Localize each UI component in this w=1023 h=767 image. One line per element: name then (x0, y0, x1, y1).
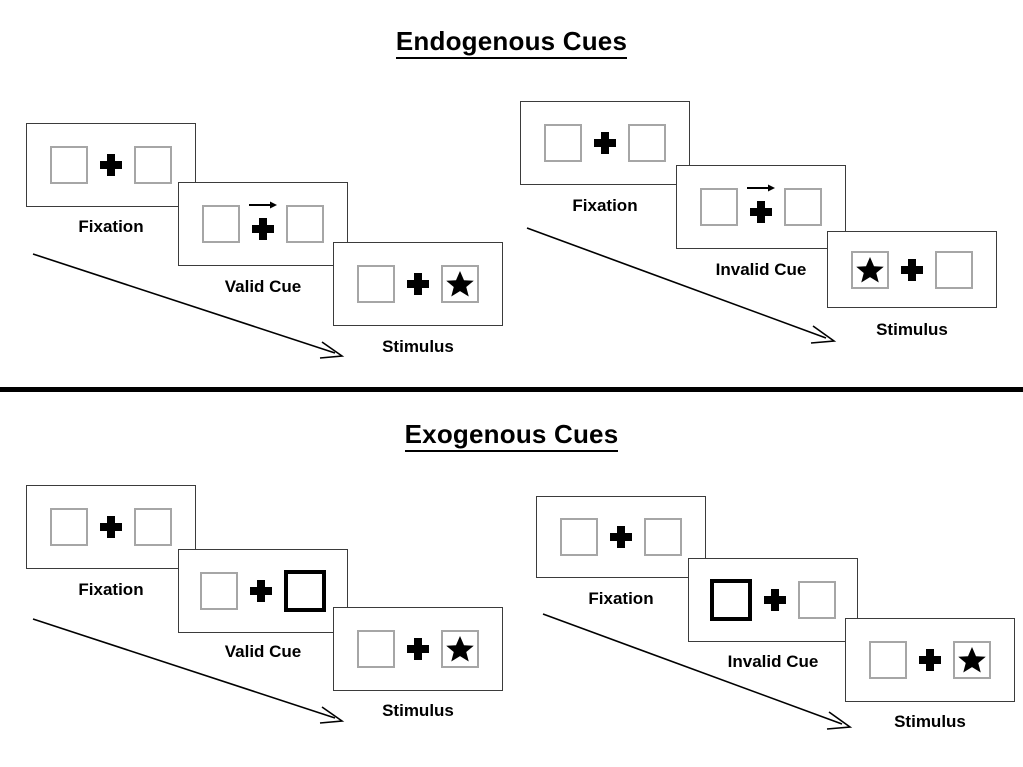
left-placeholder-box (202, 205, 240, 243)
fixation-cross-icon (750, 200, 772, 223)
left-placeholder-box (50, 146, 88, 184)
section-title-endogenous: Endogenous Cues (0, 26, 1023, 59)
right-placeholder-box (134, 508, 172, 546)
arrow-right-cue-icon (249, 201, 277, 209)
fixation-cross-wrap (88, 504, 134, 550)
fixation-cross-wrap (889, 247, 935, 293)
star-icon (446, 271, 474, 297)
section-title-exogenous-text: Exogenous Cues (404, 419, 619, 452)
label-exogenous-invalid-fixation: Fixation (588, 589, 654, 608)
fixation-cross-icon (594, 132, 616, 154)
panel-exogenous-valid-fixation (26, 485, 196, 569)
fixation-cross-icon (252, 217, 274, 240)
left-placeholder-box (869, 641, 907, 679)
label-endogenous-invalid-cue: Invalid Cue (715, 260, 807, 279)
fixation-cross-icon (610, 526, 632, 548)
fixation-cross-wrap (88, 142, 134, 188)
fixation-cross-icon (407, 273, 429, 295)
label-endogenous-invalid-stimulus: Stimulus (876, 320, 948, 339)
right-placeholder-box (784, 188, 822, 226)
left-target-box (851, 250, 889, 289)
panel-exogenous-invalid-fixation (536, 496, 706, 578)
fixation-cross-icon (901, 258, 923, 281)
panel-exogenous-invalid-cue (688, 558, 858, 642)
fixation-cross-icon (250, 580, 272, 602)
star-icon (958, 647, 986, 673)
label-exogenous-valid-cue: Valid Cue (224, 642, 302, 661)
panel-endogenous-invalid-cue (676, 165, 846, 249)
star-icon (856, 256, 884, 282)
right-placeholder-box (644, 518, 682, 556)
right-placeholder-box (134, 146, 172, 184)
label-endogenous-valid-cue: Valid Cue (224, 277, 302, 296)
right-target-box (441, 630, 479, 668)
label-exogenous-valid-fixation: Fixation (78, 580, 144, 599)
left-cued-box (710, 579, 752, 621)
left-placeholder-box (200, 572, 238, 610)
panel-endogenous-valid-stimulus (333, 242, 503, 326)
arrow-right-cue-icon (747, 184, 775, 192)
fixation-cross-wrap (738, 184, 784, 230)
fixation-cross-wrap (752, 577, 798, 623)
panel-exogenous-valid-cue (178, 549, 348, 633)
left-placeholder-box (357, 630, 395, 668)
fixation-cross-wrap (598, 514, 644, 560)
left-placeholder-box (544, 124, 582, 162)
label-exogenous-valid-stimulus: Stimulus (382, 701, 454, 720)
label-endogenous-valid-stimulus: Stimulus (382, 337, 454, 356)
left-placeholder-box (700, 188, 738, 226)
fixation-cross-icon (100, 154, 122, 176)
left-placeholder-box (560, 518, 598, 556)
fixation-cross-wrap (907, 637, 953, 683)
section-title-endogenous-text: Endogenous Cues (395, 26, 628, 59)
right-placeholder-box (286, 205, 324, 243)
fixation-cross-icon (919, 649, 941, 671)
section-title-exogenous: Exogenous Cues (0, 419, 1023, 452)
fixation-cross-wrap (582, 120, 628, 166)
star-icon (446, 636, 474, 662)
label-endogenous-invalid-fixation: Fixation (572, 196, 638, 215)
left-placeholder-box (50, 508, 88, 546)
fixation-cross-wrap (240, 201, 286, 247)
label-exogenous-invalid-stimulus: Stimulus (894, 712, 966, 731)
fixation-cross-wrap (238, 568, 284, 614)
section-divider (0, 387, 1023, 392)
right-placeholder-box (935, 250, 973, 289)
right-target-box (441, 265, 479, 303)
fixation-cross-icon (407, 638, 429, 660)
panel-endogenous-invalid-stimulus (827, 231, 997, 308)
fixation-cross-icon (764, 589, 786, 611)
fixation-cross-icon (100, 516, 122, 538)
right-cued-box (284, 570, 326, 612)
fixation-cross-wrap (395, 626, 441, 672)
panel-exogenous-valid-stimulus (333, 607, 503, 691)
panel-endogenous-valid-cue (178, 182, 348, 266)
left-placeholder-box (357, 265, 395, 303)
panel-endogenous-invalid-fixation (520, 101, 690, 185)
right-placeholder-box (798, 581, 836, 619)
panel-endogenous-valid-fixation (26, 123, 196, 207)
right-target-box (953, 641, 991, 679)
label-endogenous-valid-fixation: Fixation (78, 217, 144, 236)
label-exogenous-invalid-cue: Invalid Cue (727, 652, 819, 671)
panel-exogenous-invalid-stimulus (845, 618, 1015, 702)
right-placeholder-box (628, 124, 666, 162)
fixation-cross-wrap (395, 261, 441, 307)
